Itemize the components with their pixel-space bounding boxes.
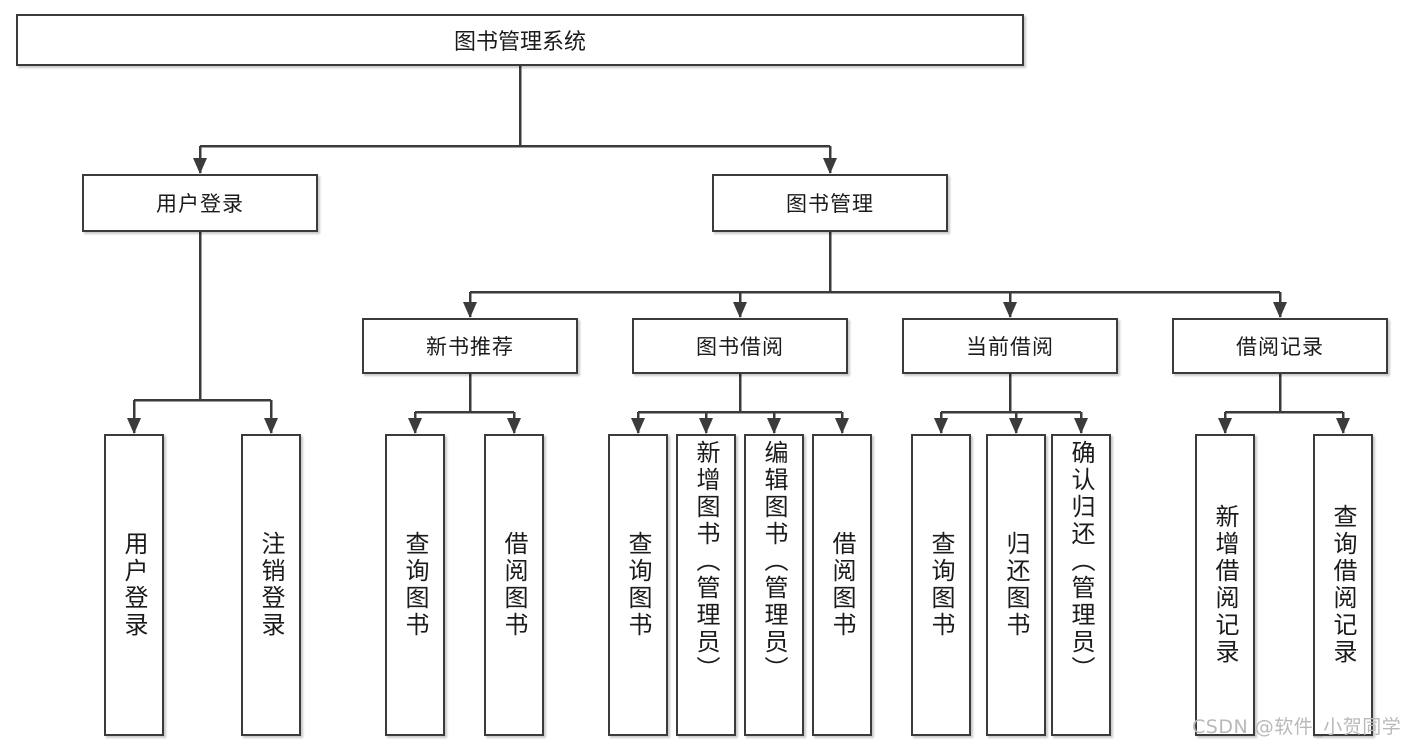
node-new-book-rec[interactable]: 新书推荐 xyxy=(362,318,578,374)
node-label: 归还图书 xyxy=(1002,531,1030,639)
node-leaf-user-login[interactable]: 用户登录 xyxy=(104,434,164,736)
node-leaf-query-book-2[interactable]: 查询图书 xyxy=(608,434,668,736)
node-label: 借阅图书 xyxy=(828,531,856,639)
arrow-head xyxy=(1336,418,1350,434)
arrow-head xyxy=(193,158,207,174)
arrow-head xyxy=(1218,418,1232,434)
node-label: 确认归还（管理员） xyxy=(1067,440,1095,683)
node-label: 借阅图书 xyxy=(500,531,528,639)
node-label: 图书借阅 xyxy=(696,335,784,359)
arrow-head xyxy=(631,418,645,434)
node-leaf-add-book[interactable]: 新增图书（管理员） xyxy=(676,434,736,736)
node-leaf-confirm-return[interactable]: 确认归还（管理员） xyxy=(1051,434,1111,736)
arrow-head xyxy=(699,418,713,434)
watermark-label: CSDN @软件_小贺同学 xyxy=(1192,716,1402,738)
arrow-head xyxy=(1009,418,1023,434)
arrow-head xyxy=(733,302,747,318)
node-label: 图书管理 xyxy=(786,192,874,216)
arrow-head xyxy=(767,418,781,434)
arrow-head xyxy=(835,418,849,434)
node-leaf-query-book-1[interactable]: 查询图书 xyxy=(385,434,445,736)
arrow-head xyxy=(127,418,141,434)
arrow-head xyxy=(463,302,477,318)
node-label: 用户登录 xyxy=(120,531,148,639)
arrow-head xyxy=(823,158,837,174)
arrow-head xyxy=(408,418,422,434)
node-label: 查询借阅记录 xyxy=(1329,504,1357,666)
node-leaf-edit-book[interactable]: 编辑图书（管理员） xyxy=(744,434,804,736)
arrow-head xyxy=(264,418,278,434)
node-label: 当前借阅 xyxy=(966,335,1054,359)
node-label: 查询图书 xyxy=(401,531,429,639)
node-leaf-add-record[interactable]: 新增借阅记录 xyxy=(1195,434,1255,736)
node-book-borrow[interactable]: 图书借阅 xyxy=(632,318,848,374)
node-label: 注销登录 xyxy=(257,531,285,639)
node-label: 借阅记录 xyxy=(1236,335,1324,359)
node-label: 编辑图书（管理员） xyxy=(760,440,788,683)
arrow-head xyxy=(1273,302,1287,318)
node-user-login[interactable]: 用户登录 xyxy=(82,174,318,232)
arrow-head xyxy=(1074,418,1088,434)
node-leaf-logout[interactable]: 注销登录 xyxy=(241,434,301,736)
node-label: 用户登录 xyxy=(156,192,244,216)
node-label: 查询图书 xyxy=(624,531,652,639)
node-leaf-query-book-3[interactable]: 查询图书 xyxy=(911,434,971,736)
node-label: 新增图书（管理员） xyxy=(692,440,720,683)
node-label: 新书推荐 xyxy=(426,335,514,359)
node-label: 图书管理系统 xyxy=(453,30,586,55)
node-book-manage[interactable]: 图书管理 xyxy=(712,174,948,232)
node-label: 新增借阅记录 xyxy=(1211,504,1239,666)
node-label: 查询图书 xyxy=(927,531,955,639)
arrow-head xyxy=(934,418,948,434)
arrow-head xyxy=(1003,302,1017,318)
node-leaf-borrow-book-1[interactable]: 借阅图书 xyxy=(484,434,544,736)
node-leaf-return-book[interactable]: 归还图书 xyxy=(986,434,1046,736)
node-root-system[interactable]: 图书管理系统 xyxy=(16,14,1024,66)
node-leaf-borrow-book-2[interactable]: 借阅图书 xyxy=(812,434,872,736)
node-current-borrow[interactable]: 当前借阅 xyxy=(902,318,1118,374)
node-borrow-record[interactable]: 借阅记录 xyxy=(1172,318,1388,374)
arrow-head xyxy=(507,418,521,434)
node-leaf-query-record[interactable]: 查询借阅记录 xyxy=(1313,434,1373,736)
